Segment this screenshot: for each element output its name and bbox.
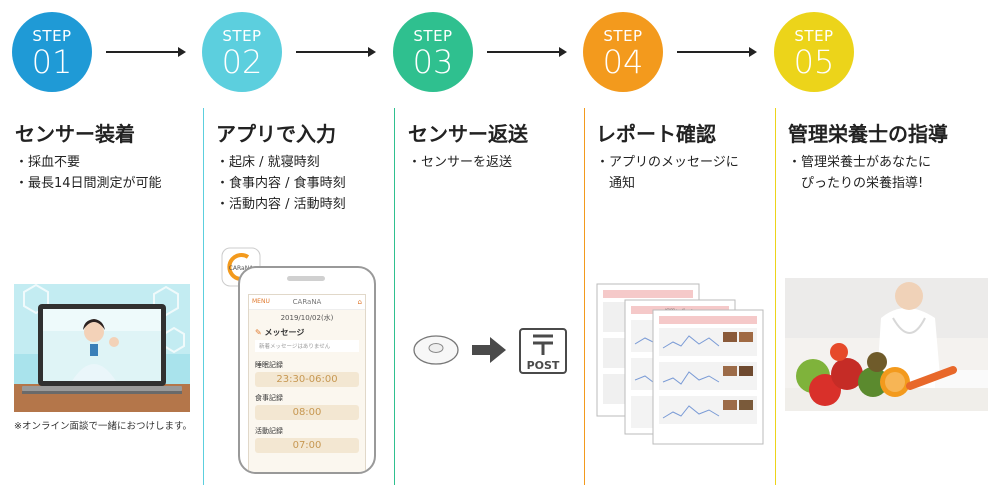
post-label: POST bbox=[527, 359, 560, 372]
step-title: センサー装着 bbox=[15, 122, 135, 146]
bullet-item: ・食事内容 / 食事時刻 bbox=[216, 176, 346, 191]
home-icon[interactable]: ⌂ bbox=[357, 298, 362, 306]
activity-label: 活動記録 bbox=[255, 427, 283, 435]
step1-caption: ※オンライン面談で一緒におつけします。 bbox=[14, 421, 193, 432]
step-bullets: ・管理栄養士があなたに ぴったりの栄養指導! bbox=[788, 152, 931, 194]
step-label: STEP bbox=[32, 27, 72, 45]
step-bullets: ・起床 / 就寝時刻 ・食事内容 / 食事時刻 ・活動内容 / 活動時刻 bbox=[216, 152, 346, 215]
step-label: STEP bbox=[603, 27, 643, 45]
step-circle-4: STEP 04 bbox=[583, 12, 663, 92]
message-icon: ✎ bbox=[255, 328, 262, 337]
step-bullets: ・センサーを返送 bbox=[408, 152, 512, 173]
bullet-item: ・採血不要 bbox=[15, 155, 81, 170]
arrow-connector bbox=[677, 47, 757, 57]
activity-time: 07:00 bbox=[292, 440, 322, 451]
bullet-item: ・管理栄養士があなたに bbox=[788, 155, 932, 170]
laptop-illustration bbox=[14, 284, 190, 412]
nutritionist-photo bbox=[785, 278, 988, 411]
step-title: アプリで入力 bbox=[216, 122, 336, 146]
column-divider bbox=[394, 108, 395, 485]
arrow-connector bbox=[296, 47, 376, 57]
column-divider bbox=[584, 108, 585, 485]
sensor-device-icon bbox=[413, 335, 459, 365]
bullet-item: ・起床 / 就寝時刻 bbox=[216, 155, 320, 170]
app-header-title: CARaNA bbox=[292, 298, 322, 306]
step-number: 03 bbox=[412, 43, 454, 81]
activity-record[interactable]: 07:00 bbox=[255, 438, 359, 453]
step-bullets: ・アプリのメッセージに 通知 bbox=[596, 152, 739, 194]
column-divider bbox=[203, 108, 204, 485]
step-circle-3: STEP 03 bbox=[393, 12, 473, 92]
bullet-item: ・最長14日間測定が可能 bbox=[15, 176, 162, 191]
message-empty: 新着メッセージはありません bbox=[255, 340, 359, 352]
sleep-time: 23:30-06:00 bbox=[276, 374, 338, 385]
step-number: 02 bbox=[221, 43, 263, 81]
column-divider bbox=[775, 108, 776, 485]
arrow-right-icon bbox=[472, 337, 506, 363]
sleep-record[interactable]: 23:30-06:00 bbox=[255, 372, 359, 387]
step-bullets: ・採血不要 ・最長14日間測定が可能 bbox=[15, 152, 162, 194]
bullet-item: ・センサーを返送 bbox=[408, 155, 513, 170]
step-title: 管理栄養士の指導 bbox=[788, 122, 948, 146]
step-number: 04 bbox=[602, 43, 644, 81]
step-circle-1: STEP 01 bbox=[12, 12, 92, 92]
app-header: MENU CARaNA ⌂ bbox=[249, 295, 365, 310]
message-title: メッセージ bbox=[264, 328, 305, 337]
step-circle-5: STEP 05 bbox=[774, 12, 854, 92]
meal-time: 08:00 bbox=[292, 407, 322, 418]
step-label: STEP bbox=[413, 27, 453, 45]
step-label: STEP bbox=[794, 27, 834, 45]
step-number: 01 bbox=[31, 43, 73, 81]
report-sheets-illustration: 週間レポート bbox=[596, 283, 764, 445]
bullet-item: ぴったりの栄養指導! bbox=[788, 176, 924, 191]
step-number: 05 bbox=[793, 43, 835, 81]
step-circle-2: STEP 02 bbox=[202, 12, 282, 92]
meal-record[interactable]: 08:00 bbox=[255, 405, 359, 420]
phone-mockup: MENU CARaNA ⌂ 2019/10/02(水) ✎ メッセージ 新着メッ… bbox=[238, 266, 376, 474]
sleep-label: 睡眠記録 bbox=[255, 361, 283, 369]
bullet-item: ・アプリのメッセージに bbox=[596, 155, 739, 170]
bullet-item: ・活動内容 / 活動時刻 bbox=[216, 197, 346, 212]
bullet-item: 通知 bbox=[596, 176, 636, 191]
step-title: センサー返送 bbox=[408, 122, 528, 146]
app-badge-text: CARaNA bbox=[229, 265, 254, 272]
step-title: レポート確認 bbox=[596, 122, 716, 146]
post-box-icon: POST bbox=[519, 328, 567, 374]
app-date: 2019/10/02(水) bbox=[280, 314, 334, 322]
meal-label: 食事記録 bbox=[255, 394, 283, 402]
menu-button[interactable]: MENU bbox=[252, 298, 270, 305]
arrow-connector bbox=[487, 47, 567, 57]
arrow-connector bbox=[106, 47, 186, 57]
step-label: STEP bbox=[222, 27, 262, 45]
